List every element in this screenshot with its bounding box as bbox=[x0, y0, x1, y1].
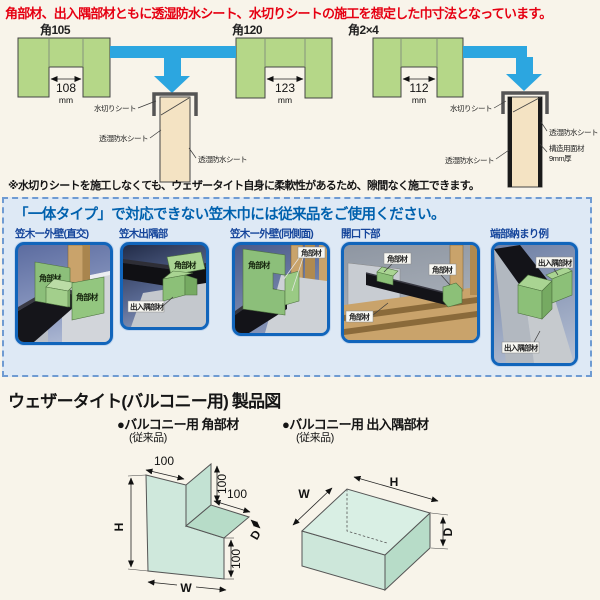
dim-100-bottomright: 100 bbox=[229, 549, 243, 569]
dim-100-fin: 100 bbox=[215, 474, 229, 494]
product2-heading: ●バルコニー用 出入隅部材 bbox=[282, 417, 429, 432]
product1-subheading: (従来品) bbox=[129, 432, 167, 444]
dim-112-unit: mm bbox=[412, 95, 426, 105]
arrow-down-icon bbox=[463, 46, 542, 91]
post-detail-1: 水切りシート 透湿防水シート 透湿防水シート bbox=[94, 92, 248, 183]
label-kozo-1: 構造用面材 bbox=[549, 143, 585, 153]
panel1-label-2: 角部材 bbox=[76, 292, 98, 302]
dim-D-right: D bbox=[247, 527, 264, 542]
dim-123: 123 bbox=[275, 81, 295, 95]
hidden-edge bbox=[346, 489, 388, 544]
green-part bbox=[517, 274, 553, 320]
label-box: 角部材 bbox=[297, 246, 326, 259]
green-part bbox=[545, 266, 573, 304]
top-face bbox=[184, 504, 251, 539]
conventional-products-box: 「一体タイプ」で対応できない笠木巾には従来品をご使用ください。 笠木ー外壁(直交… bbox=[2, 197, 592, 377]
label-kozo-2: 9mm厚 bbox=[549, 154, 572, 163]
dim-108: 108 bbox=[56, 81, 76, 95]
arrow-down-icon bbox=[110, 46, 236, 93]
panel3-label-2: 角部材 bbox=[301, 248, 322, 258]
panel2-label-2: 出入隅部材 bbox=[130, 302, 165, 312]
label-toshitsu-left-2: 透湿防水シート bbox=[445, 155, 494, 165]
panel-title-4: 開口下部 bbox=[341, 228, 381, 240]
panel-title-3: 笠木ー外壁(同側面) bbox=[230, 228, 314, 240]
green-part bbox=[162, 251, 206, 302]
footnote: ※水切りシートを施工しなくても、ウェザータイト自身に柔軟性があるため、隙間なく施… bbox=[8, 180, 480, 192]
label-mizukiri-1: 水切りシート bbox=[94, 103, 136, 113]
u-shape-105: 108 mm bbox=[17, 37, 111, 105]
panel5-label-1: 出入隅部材 bbox=[538, 258, 573, 268]
panel-title-2: 笠木出隅部 bbox=[119, 228, 168, 240]
panel-photo-kasagi-chokko: 角部材 角部材 bbox=[15, 242, 113, 345]
wall bbox=[265, 275, 327, 333]
label-box: 角部材 bbox=[383, 252, 412, 265]
product-section-title: ウェザータイト(バルコニー用) 製品図 bbox=[8, 392, 281, 411]
panel5-label-2: 出入隅部材 bbox=[504, 343, 539, 353]
panel-title-5: 端部納まり例 bbox=[490, 228, 549, 240]
u-shape-2x4: 112 mm bbox=[372, 37, 464, 105]
panel4-label-2: 角部材 bbox=[432, 265, 453, 275]
label-box: 角部材 bbox=[428, 263, 457, 276]
width-diagrams-art: 角105 角120 角2×4 108 mm 123 mm 112 mm bbox=[17, 22, 599, 188]
drawing-corner-piece: 100 H 100 100 D 100 W bbox=[112, 454, 264, 595]
product2-subheading: (従来品) bbox=[296, 432, 334, 444]
dim-H: H bbox=[390, 475, 399, 489]
variant-name-105: 角105 bbox=[40, 22, 71, 37]
page-title: 角部材、出入隅部材ともに透湿防水シート、水切りシートの施工を想定した巾寸法となっ… bbox=[5, 6, 552, 21]
panel2-label-1: 角部材 bbox=[174, 260, 196, 270]
dim-H-left: H bbox=[112, 523, 126, 532]
green-part bbox=[376, 266, 463, 308]
panel-title-1: 笠木ー外壁(直交) bbox=[15, 228, 89, 240]
panel1-label-1: 角部材 bbox=[39, 273, 61, 283]
drawing-outcorner-piece: W H D bbox=[292, 475, 455, 592]
conventional-box-header: 「一体タイプ」で対応できない笠木巾には従来品をご使用ください。 bbox=[14, 207, 446, 223]
label-box: 出入隅部材 bbox=[127, 300, 166, 313]
post-detail-2: 水切りシート 透湿防水シート 構造用面材 9mm厚 透湿防水シート bbox=[445, 91, 599, 188]
panel-photo-kaiko-kabu: 角部材 角部材 角部材 bbox=[341, 242, 480, 343]
panel4-label-1: 角部材 bbox=[387, 254, 408, 264]
variant-name-120: 角120 bbox=[232, 22, 263, 37]
dim-D: D bbox=[441, 527, 455, 536]
dim-W-bottom: W bbox=[180, 581, 192, 595]
dim-108-unit: mm bbox=[59, 95, 73, 105]
dim-W: W bbox=[298, 487, 310, 501]
label-toshitsu-right-2: 透湿防水シート bbox=[549, 127, 598, 137]
label-mizukiri-2: 水切りシート bbox=[450, 103, 492, 113]
panel3-label-1: 角部材 bbox=[248, 260, 270, 270]
label-box: 出入隅部材 bbox=[535, 256, 574, 269]
panel-photo-kasagi-dosokumen: 角部材 角部材 bbox=[232, 242, 330, 336]
label-box: 角部材 bbox=[345, 310, 374, 323]
label-toshitsu-left-1: 透湿防水シート bbox=[99, 133, 148, 143]
panel4-label-3: 角部材 bbox=[349, 312, 370, 322]
panel-photo-tanbu-osame: 出入隅部材 出入隅部材 bbox=[491, 242, 578, 366]
wall bbox=[494, 249, 534, 363]
dim-112: 112 bbox=[409, 81, 428, 95]
dim-100-mid: 100 bbox=[227, 487, 247, 501]
panel-photo-kasagi-desumi: 角部材 出入隅部材 bbox=[120, 242, 209, 330]
dim-123-unit: mm bbox=[278, 95, 292, 105]
label-toshitsu-right-1: 透湿防水シート bbox=[198, 154, 247, 164]
green-part bbox=[242, 248, 286, 316]
product1-heading: ●バルコニー用 角部材 bbox=[117, 417, 239, 432]
green-part bbox=[45, 276, 105, 321]
variant-name-2x4: 角2×4 bbox=[348, 22, 379, 37]
u-shape-120: 123 mm bbox=[235, 37, 333, 105]
label-box: 出入隅部材 bbox=[501, 341, 540, 354]
dim-100-top: 100 bbox=[154, 454, 174, 468]
